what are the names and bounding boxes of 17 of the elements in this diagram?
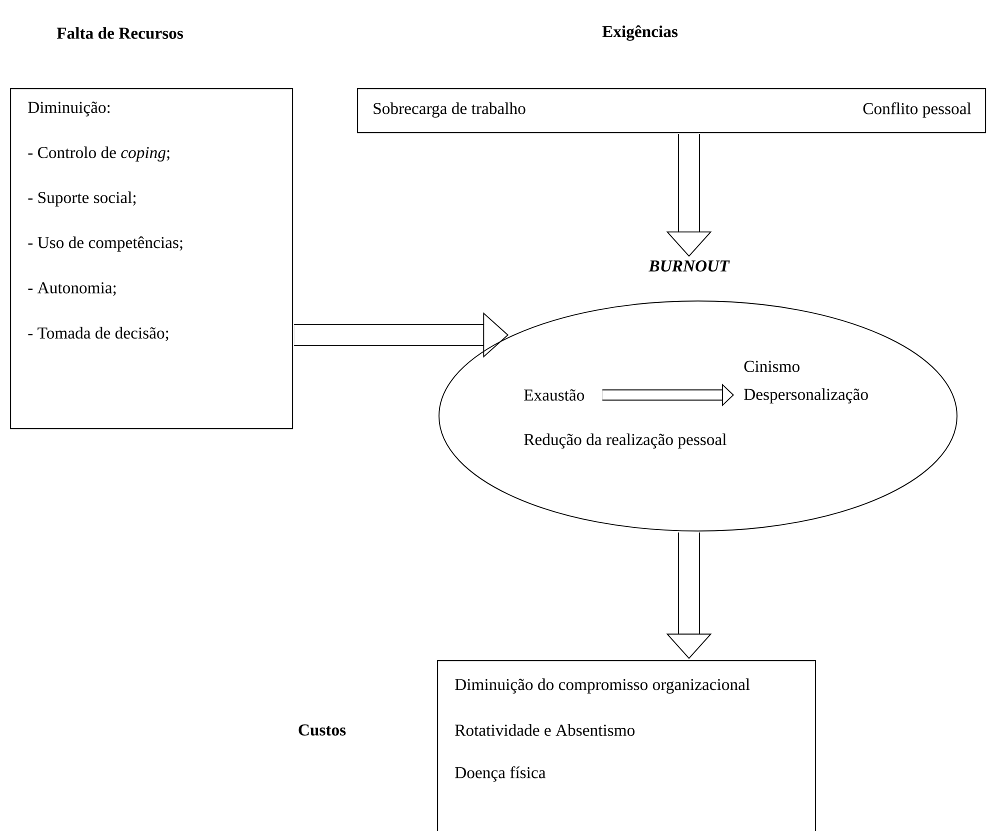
heading: Exigências <box>602 25 678 41</box>
text-box: Diminuição do compromisso organizacional Rotatividade e Absentismo Doença física <box>437 660 816 831</box>
node-label: - Tomada de decisão; <box>28 326 168 342</box>
heading: Falta de Recursos <box>56 27 184 39</box>
node-label: - Suporte social; <box>28 191 136 207</box>
node-label: - Uso de competências; <box>28 236 182 252</box>
side-label: Custos <box>298 724 346 736</box>
node-label: Sobrecarga de trabalho <box>374 102 526 118</box>
list-box: Diminuição: - Controlo de coping; - Suporte social; - Uso de competências; - Autonomia; - Tomada de decisão; <box>10 88 294 430</box>
label-text: Cinismo Despersonalização <box>744 360 868 404</box>
node-label: - Controlo de coping; <box>28 146 170 162</box>
heading: BURNOUT <box>648 260 730 272</box>
node-label: - Autonomia; <box>28 282 116 296</box>
node-label: Conflito pessoal <box>863 102 972 118</box>
node-label: Diminuição: <box>28 102 110 116</box>
label-text: Exaustão <box>524 389 584 401</box>
text-box: Sobrecarga de trabalho Conflito pessoal <box>357 88 986 134</box>
